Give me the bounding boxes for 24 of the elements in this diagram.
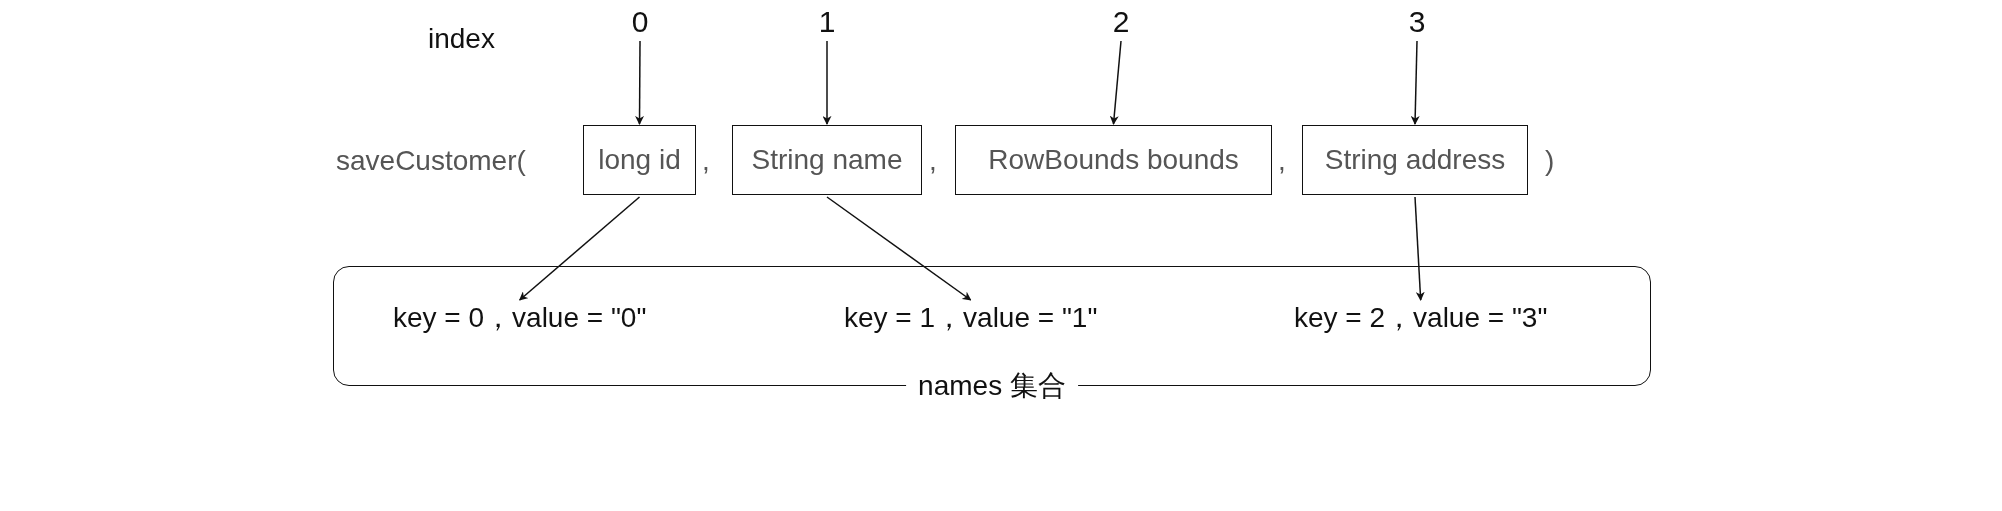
key-value-text: key = 0，value = "0" bbox=[393, 301, 647, 335]
code-text: , bbox=[1278, 144, 1286, 178]
arrow bbox=[1410, 40, 1420, 125]
parameter-box: long id bbox=[583, 125, 696, 195]
code-text: index bbox=[428, 22, 495, 56]
arrow bbox=[826, 196, 972, 301]
arrow bbox=[1414, 196, 1425, 301]
key-value-text: key = 1，value = "1" bbox=[844, 301, 1098, 335]
code-text: , bbox=[929, 144, 937, 178]
arrow bbox=[518, 196, 641, 301]
parameter-box: String address bbox=[1302, 125, 1528, 195]
parameter-box: RowBounds bounds bbox=[955, 125, 1272, 195]
arrow bbox=[635, 40, 645, 125]
code-text: , bbox=[702, 144, 710, 178]
arrow bbox=[822, 40, 832, 125]
index-number: 0 bbox=[631, 5, 649, 39]
key-value-text: key = 2，value = "3" bbox=[1294, 301, 1548, 335]
parameter-box: String name bbox=[732, 125, 922, 195]
code-text: saveCustomer( bbox=[336, 144, 526, 178]
index-number: 1 bbox=[818, 5, 836, 39]
index-number: 2 bbox=[1112, 5, 1130, 39]
code-text: ) bbox=[1545, 144, 1555, 178]
arrow bbox=[1109, 40, 1122, 125]
index-number: 3 bbox=[1408, 5, 1426, 39]
